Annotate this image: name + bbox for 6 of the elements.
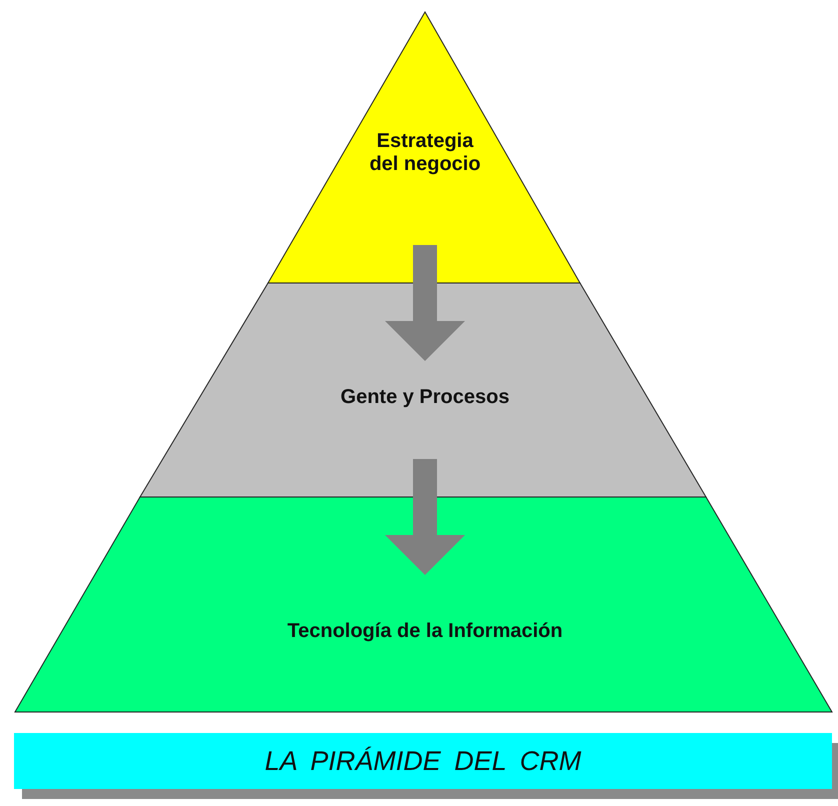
level-label: Estrategia del negocio xyxy=(368,130,482,176)
level-label: Tecnología de la Información xyxy=(286,620,564,643)
arrow xyxy=(385,245,465,361)
level-label: Gente y Procesos xyxy=(340,386,510,409)
arrow xyxy=(385,459,465,575)
caption-banner: LA PIRÁMIDE DEL CRM xyxy=(14,733,832,789)
